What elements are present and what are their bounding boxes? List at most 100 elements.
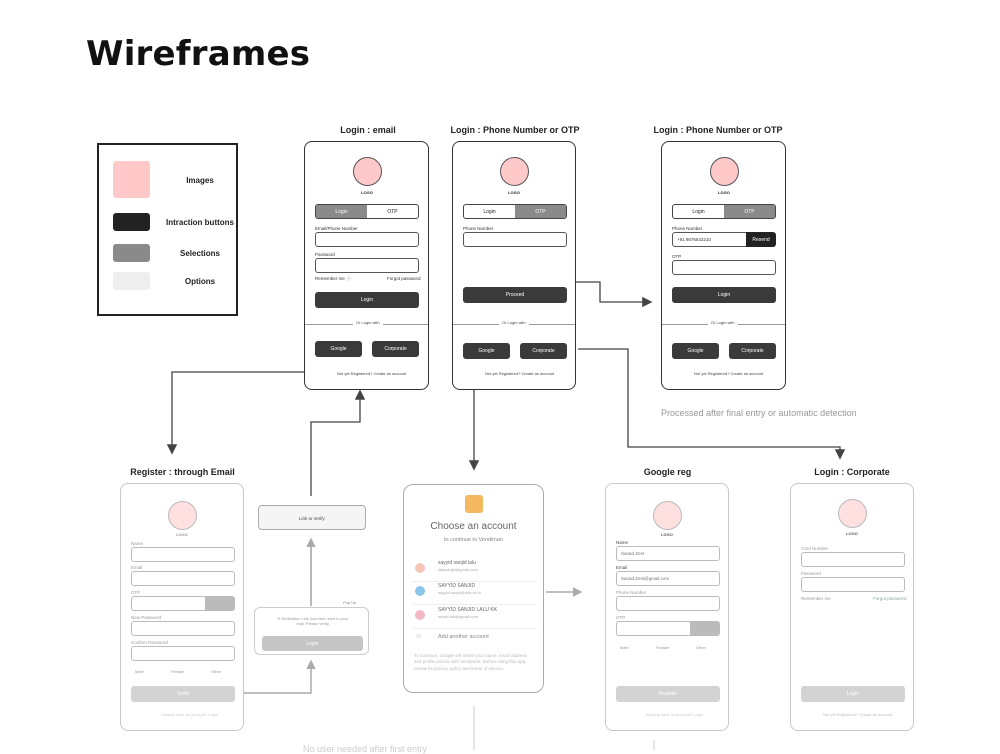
login-button[interactable]: Login [672, 287, 776, 303]
screen-register-title: Register : through Email [130, 467, 235, 477]
account-item[interactable]: SAYYID SANJID LALU KK sanjid.lalu@gmail.… [412, 605, 537, 627]
email-label: Email [131, 565, 143, 570]
account-name: sayyid sanjid lalu [438, 560, 476, 566]
otp-action-button[interactable] [205, 596, 235, 611]
tab-login[interactable]: Login [316, 205, 367, 218]
otp-field[interactable] [131, 596, 206, 611]
logo-image [838, 499, 867, 528]
or-login-with: Or Login with [708, 320, 738, 325]
otp-caption: Processed after final entry or automatic… [661, 408, 857, 418]
google-button[interactable]: Google [315, 341, 362, 357]
logo-label: LOGO [508, 190, 520, 195]
popup-text: If Verification Link has been sent to yo… [277, 616, 349, 626]
remember-me[interactable]: Remember me [315, 276, 345, 281]
confirm-password-field[interactable] [131, 646, 235, 661]
chooser-note: To continue, Google will share your name… [414, 653, 528, 671]
popup-login-button[interactable]: Login [262, 636, 363, 651]
legend-swatch-options [113, 272, 150, 290]
popup-label: Pop Up [343, 600, 357, 605]
phone-label: Phone Number [463, 226, 494, 231]
logo-label: LOGO [718, 190, 730, 195]
avatar [415, 586, 425, 596]
verify-button[interactable]: Verify [131, 686, 235, 702]
register-button[interactable]: Register [616, 686, 720, 702]
otp-field[interactable] [672, 260, 776, 275]
card-number-field[interactable] [801, 552, 905, 567]
otp-action-button[interactable] [690, 621, 720, 636]
login-button[interactable]: Login [315, 292, 419, 308]
name-field[interactable]: Sanad Zest [616, 546, 720, 561]
screen-register-email: LOGO Name Email OTP New Password Confirm… [120, 483, 244, 731]
new-password-field[interactable] [131, 621, 235, 636]
tab-login[interactable]: Login [692, 208, 705, 215]
corporate-button[interactable]: Corporate [520, 343, 567, 359]
name-field[interactable] [131, 547, 235, 562]
login-link[interactable]: Already have an account? Login [161, 712, 219, 717]
gender-male[interactable]: Male [620, 645, 629, 650]
corporate-button[interactable]: Corporate [729, 343, 776, 359]
password-field[interactable] [315, 258, 419, 273]
forgot-password-link[interactable]: Forgot password [387, 276, 421, 281]
phone-label: Phone Number [672, 226, 703, 231]
remember-me[interactable]: Remember me [801, 596, 831, 601]
gender-male[interactable]: Male [135, 669, 144, 674]
google-button[interactable]: Google [463, 343, 510, 359]
gender-other[interactable]: Other [211, 669, 222, 674]
logo-image [500, 157, 529, 186]
gender-other[interactable]: Other [696, 645, 707, 650]
tab-login[interactable]: Login [483, 208, 496, 215]
new-password-label: New Password [131, 615, 162, 620]
tab-otp[interactable]: OTP [515, 205, 566, 218]
email-field[interactable] [315, 232, 419, 247]
login-otp-toggle[interactable]: Login OTP [672, 204, 776, 219]
account-email: llalusanjid@gmail.com [438, 567, 478, 572]
arrow-phone-to-corporate [578, 348, 846, 460]
account-email: sanjid.lalu@gmail.com [438, 614, 479, 619]
otp-field[interactable] [616, 621, 691, 636]
tab-otp[interactable]: OTP [724, 205, 775, 218]
register-link[interactable]: Not yet Registered? Create an account [823, 712, 893, 717]
arrow-phone-to-otp [570, 281, 653, 308]
legend-label-options: Options [184, 277, 216, 286]
account-item[interactable]: SAYYID SANJID sayyid.sanjid@mlb.ac.in [412, 581, 537, 603]
gender-female[interactable]: Female [171, 669, 185, 674]
confirm-password-label: Confirm Password [131, 640, 168, 645]
account-email: sayyid.sanjid@mlb.ac.in [438, 590, 481, 595]
password-field[interactable] [801, 577, 905, 592]
resend-button[interactable]: Resend [746, 232, 776, 247]
register-link[interactable]: Not yet Registered? Create an account [337, 371, 407, 376]
forgot-password-link[interactable]: Forgot password [873, 596, 907, 601]
popup-box: If Verification Link has been sent to yo… [254, 607, 369, 655]
account-item[interactable]: sayyid sanjid lalu llalusanjid@gmail.com [412, 558, 537, 580]
email-field[interactable]: Sanad.Zest@gmail.com [616, 571, 720, 586]
register-link[interactable]: Not yet Registered? Create an account [694, 371, 764, 376]
tab-otp[interactable]: OTP [387, 208, 398, 215]
screen-login-otp: LOGO Login OTP Phone Number +91 98765432… [661, 141, 786, 390]
phone-field[interactable] [616, 596, 720, 611]
phone-field[interactable]: +91 9876543210 [672, 232, 747, 247]
logo-image [168, 501, 197, 530]
screen-phone-title: Login : Phone Number or OTP [450, 125, 580, 135]
legend-label-images: Images [186, 176, 214, 185]
login-otp-toggle[interactable]: Login OTP [463, 204, 567, 219]
corporate-button[interactable]: Corporate [372, 341, 419, 357]
email-label: Email/Phone Number [315, 226, 358, 231]
add-account-icon: ☺ [415, 633, 423, 640]
login-button[interactable]: Login [801, 686, 905, 702]
screen-email-title: Login : email [340, 125, 396, 135]
phone-field[interactable] [463, 232, 567, 247]
gender-female[interactable]: Female [656, 645, 670, 650]
register-link[interactable]: Not yet Registered? Create an account [485, 371, 555, 376]
avatar [415, 563, 425, 573]
email-field[interactable] [131, 571, 235, 586]
legend-label-selections: Selections [179, 249, 220, 258]
proceed-button[interactable]: Proceed [463, 287, 567, 303]
login-otp-toggle[interactable]: Login OTP [315, 204, 419, 219]
login-link[interactable]: Already have an account? Login [646, 712, 704, 717]
phone-label: Phone Number [616, 590, 647, 595]
logo-image [653, 501, 682, 530]
google-button[interactable]: Google [672, 343, 719, 359]
add-account-item[interactable]: ☺ Add another account [412, 630, 537, 652]
google-account-chooser: Choose an account to continue to Vendima… [403, 484, 544, 693]
password-label: Password [801, 571, 821, 576]
